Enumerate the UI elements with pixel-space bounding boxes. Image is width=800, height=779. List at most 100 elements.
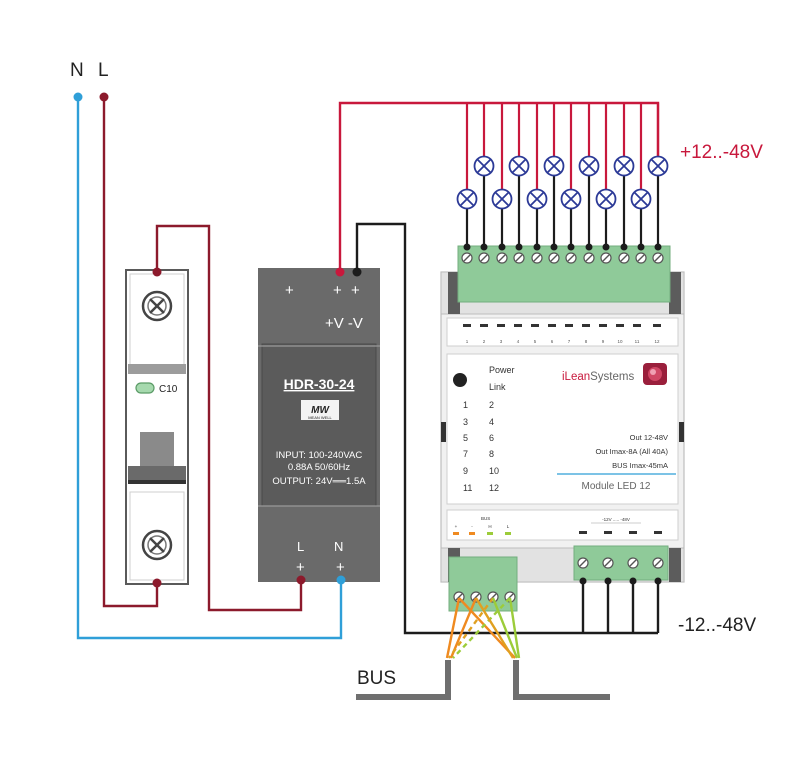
breaker-top-terminal-dot [152,267,162,277]
module-spec-3: BUS Imax-45mA [612,461,668,470]
bus-wire-l [508,597,521,659]
psu-output-label: +V -V [325,315,363,332]
pin-number: 12 [654,339,660,344]
output-terminal-screw-icon [513,252,525,264]
bus-wires [445,597,521,659]
psu-plus-3: + [351,282,360,299]
bus-wire-minus [449,597,478,659]
module-brand: iLeanSystems [562,371,634,383]
bus-wire-cross-2 [452,597,511,659]
ileansystems-logo-icon [643,363,667,385]
circuit-breaker: C10 [125,267,189,588]
bus-pin-mark [505,532,511,535]
pin-mark [653,324,661,327]
lamp-icon [595,188,617,210]
psu-model: HDR-30-24 [284,376,355,392]
breaker-bottom-terminal-dot [152,578,162,588]
neutral-wire [76,97,343,640]
pin-number: 6 [551,339,554,344]
psu-n-label: N [334,539,343,554]
pin-mark [582,324,590,327]
negative-terminal-screws [577,557,664,569]
pin-number: 11 [635,339,640,344]
lamp-icon [543,155,565,177]
lamp-icon [456,188,478,210]
lamp-icon [526,188,548,210]
lamp-icon [613,155,635,177]
negative-pin-mark [604,531,612,534]
pin-mark [497,324,505,327]
module-spec-2: Out Imax-8A (All 40A) [595,447,668,456]
negative-terminal-screw-icon [602,557,614,569]
line-terminal-label: L [98,60,109,81]
output-terminal-screw-icon [652,252,664,264]
output-terminal-screw-icon [461,252,473,264]
psu-plus-1: + [285,282,294,299]
neutral-terminal-label: N [70,60,84,81]
bus-terminal-screw-icon [470,591,482,603]
led-number: 2 [489,400,494,410]
pin-number: 2 [483,339,486,344]
negative-pin-mark [579,531,587,534]
pin-mark [548,324,556,327]
negative-wire [355,222,658,635]
lamp-wires [463,103,662,251]
bus-wire-cross-4 [491,597,519,659]
lamp-icon [473,155,495,177]
terminal-connection-dot [629,577,637,585]
led-number: 1 [463,400,468,410]
negative-terminal-wires [579,577,662,633]
negative-terminal-screw-icon [577,557,589,569]
psu-vminus-dot [352,267,362,277]
pin-number: 7 [568,339,571,344]
led-number: 10 [489,466,499,476]
negative-terminal-screw-icon [627,557,639,569]
negative-terminal-screw-icon [652,557,664,569]
terminal-connection-dot [480,243,488,251]
wires [76,97,660,700]
lamp-icon [491,188,513,210]
pin-mark [463,324,471,327]
breaker-rating: C10 [159,384,178,395]
bus-wire-cross-1 [445,597,461,659]
led-number: 6 [489,433,494,443]
terminal-connection-dot [533,243,541,251]
power-supply: + + + +V -V HDR-30-24 MW MEAN WELL INPUT… [258,267,380,585]
breaker-toggle [140,432,174,466]
psu-l-label: L [297,539,304,554]
module-power-label: Power [489,365,515,375]
module-model: Module LED 12 [582,481,651,492]
psu-input-line-2: 0.88A 50/60Hz [288,462,351,473]
psu-input-line-1: INPUT: 100-240VAC [276,450,363,461]
pin-number: 8 [585,339,588,344]
output-terminal-block [457,245,671,303]
pin-mark [531,324,539,327]
breaker-bottom-screw-icon [141,529,173,561]
bus-pin-label: - [471,524,473,529]
module-front-panel [446,353,679,505]
negative-pin-mark [629,531,637,534]
psu-l-plus: + [296,559,305,576]
terminal-connection-dot [567,243,575,251]
output-terminal-screw-icon [583,252,595,264]
psu-plus-2: + [333,282,342,299]
terminal-connection-dot [498,243,506,251]
pin-mark [633,324,641,327]
lamp-icon [508,155,530,177]
bus-terminal-screws [453,591,516,603]
negative-pin-mark [654,531,662,534]
svg-text:MEAN WELL: MEAN WELL [308,415,332,420]
bus-wire-h [448,597,494,659]
psu-l-dot [296,575,306,585]
output-terminal-screw-icon [600,252,612,264]
led-number: 7 [463,449,468,459]
bus-cable-right [513,660,610,700]
line-terminal-dot [99,92,109,102]
bus-wire-cross-3 [474,597,515,659]
output-terminal-screw-icon [618,252,630,264]
psu-vplus-dot [335,267,345,277]
